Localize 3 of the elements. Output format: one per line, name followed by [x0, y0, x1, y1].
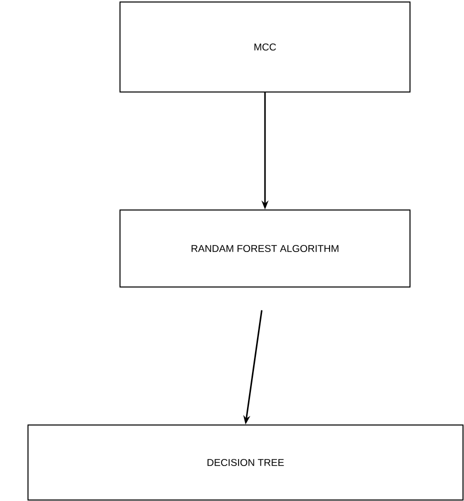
- process-box: MCC: [120, 2, 410, 92]
- process-box: DECISION TREE: [28, 424, 464, 500]
- process-box: RANDAM FOREST ALGORITHM: [120, 210, 410, 288]
